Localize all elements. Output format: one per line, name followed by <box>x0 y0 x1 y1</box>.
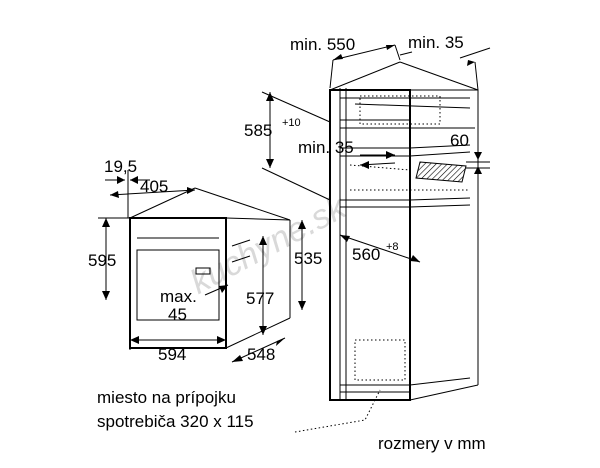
dimension-lines <box>98 44 491 433</box>
oven <box>129 187 291 349</box>
dim-oven-top: 405 <box>140 177 168 196</box>
dim-max-label: max. <box>160 287 197 306</box>
dim-oven-depth: 548 <box>247 345 275 364</box>
dim-niche-gap: min. 35 <box>298 138 354 157</box>
dim-niche-height: 585 <box>244 121 272 140</box>
dim-max-value: 45 <box>168 305 187 324</box>
connection-note: miesto na prípojku spotrebiča 320 x 115 <box>97 386 254 434</box>
dim-niche-height-tol: +10 <box>282 117 301 129</box>
connection-note-line2: spotrebiča 320 x 115 <box>97 412 254 431</box>
watermark: kuchyne.sk <box>184 187 354 301</box>
dim-oven-width: 594 <box>158 345 186 364</box>
dim-oven-inner: 577 <box>246 289 274 308</box>
dim-niche-width: 560 <box>352 245 380 264</box>
dim-oven-body-height: 535 <box>294 249 322 268</box>
units-note: rozmery v mm <box>378 434 486 453</box>
dim-cab-side: min. 35 <box>408 33 464 52</box>
dim-vent: 60 <box>450 131 469 150</box>
dim-oven-offset: 19,5 <box>104 157 137 176</box>
vent-hatch <box>415 161 467 183</box>
dim-niche-width-tol: +8 <box>386 241 399 253</box>
connection-note-line1: miesto na prípojku <box>97 388 236 407</box>
tall-cabinet <box>329 61 479 401</box>
dim-cab-depth: min. 550 <box>290 35 355 54</box>
dim-oven-height: 595 <box>88 251 116 270</box>
